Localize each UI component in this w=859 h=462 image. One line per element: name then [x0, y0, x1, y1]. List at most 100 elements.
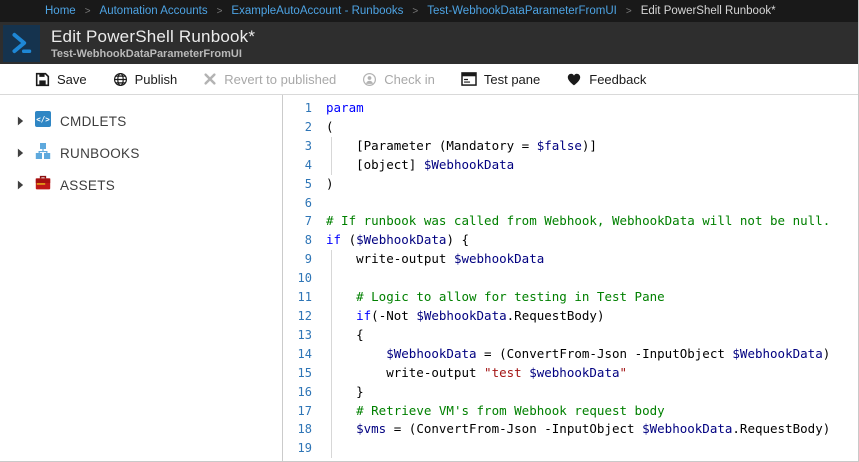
- publish-button[interactable]: Publish: [100, 64, 191, 94]
- code-token: write-output: [326, 364, 485, 380]
- test-pane-icon: [461, 72, 477, 86]
- line-number: 17: [297, 403, 312, 418]
- chevron-right-icon[interactable]: [17, 180, 26, 190]
- feedback-button[interactable]: Feedback: [553, 64, 659, 94]
- code-token: {: [326, 326, 364, 342]
- code-line: 12 if(-Not $WebhookData.RequestBody): [283, 306, 858, 326]
- code-line-content[interactable]: }: [319, 383, 364, 402]
- line-number: 11: [297, 290, 312, 305]
- breadcrumb-separator: >: [412, 5, 419, 17]
- code-line-content[interactable]: $vms = (ConvertFrom-Json -InputObject $W…: [319, 420, 830, 439]
- line-number: 19: [297, 441, 312, 456]
- line-number: 13: [297, 327, 312, 342]
- line-number: 5: [304, 176, 312, 191]
- breadcrumb-link[interactable]: ExampleAutoAccount - Runbooks: [231, 5, 404, 17]
- code-line-content[interactable]: (: [319, 118, 334, 137]
- code-line-content[interactable]: if(-Not $WebhookData.RequestBody): [319, 307, 604, 326]
- code-line-content[interactable]: [319, 439, 326, 458]
- code-line: 9 write-output $webhookData: [283, 250, 858, 270]
- code-line: 2(: [283, 118, 858, 137]
- code-line-content[interactable]: # If runbook was called from Webhook, We…: [319, 212, 830, 231]
- code-token: $WebhookData: [386, 345, 477, 361]
- revert-to-published-button: Revert to published: [190, 64, 349, 94]
- page-title: Edit PowerShell Runbook*: [51, 26, 256, 46]
- line-number: 16: [297, 384, 312, 399]
- assets-icon: [35, 175, 51, 195]
- code-line: 4 [object] $WebhookData: [283, 155, 858, 175]
- breadcrumb-link[interactable]: Test-WebhookDataParameterFromUI: [427, 5, 617, 17]
- code-line-content[interactable]: ): [319, 175, 334, 194]
- breadcrumb-current: Edit PowerShell Runbook*: [640, 5, 776, 17]
- code-line-content[interactable]: [319, 269, 326, 288]
- publish-icon: [113, 72, 128, 87]
- check-in-label: Check in: [384, 71, 435, 87]
- code-token: $WebhookData: [423, 156, 515, 172]
- sidebar-item-label: CMDLETS: [60, 113, 127, 129]
- test-pane-button[interactable]: Test pane: [448, 64, 553, 94]
- breadcrumb-link[interactable]: Automation Accounts: [99, 5, 208, 17]
- code-line-content[interactable]: write-output "test $webhookData": [319, 364, 627, 383]
- code-token: [326, 308, 356, 323]
- code-token: # Retrieve VM's from Webhook request bod…: [356, 402, 665, 418]
- code-token: .RequestBody): [506, 307, 605, 323]
- code-token: param: [326, 100, 364, 115]
- sidebar-item-assets[interactable]: ASSETS: [0, 169, 282, 201]
- chevron-right-icon[interactable]: [17, 116, 26, 126]
- cmdlets-icon: </>: [35, 110, 51, 132]
- code-line: 17 # Retrieve VM's from Webhook request …: [283, 401, 858, 421]
- save-button[interactable]: Save: [22, 64, 100, 94]
- line-number: 4: [304, 157, 312, 172]
- code-line-content[interactable]: param: [319, 99, 364, 118]
- code-token: [326, 421, 356, 436]
- code-token: )]: [581, 137, 597, 153]
- code-line-content[interactable]: # Retrieve VM's from Webhook request bod…: [319, 402, 665, 421]
- code-token: [object]: [326, 156, 424, 172]
- code-token: $WebhookData: [732, 345, 823, 361]
- code-token: if: [356, 307, 372, 323]
- powershell-icon: [3, 24, 40, 62]
- page-subtitle: Test-WebhookDataParameterFromUI: [51, 47, 242, 60]
- runbooks-icon: [35, 142, 51, 164]
- test-pane-label: Test pane: [483, 71, 541, 87]
- code-line-content[interactable]: write-output $webhookData: [319, 250, 544, 269]
- code-token: [326, 346, 386, 361]
- line-number: 9: [304, 252, 312, 267]
- line-number: 7: [304, 214, 312, 229]
- svg-text:</>: </>: [36, 115, 50, 124]
- code-token: $WebhookData: [642, 421, 733, 437]
- code-line: 5): [283, 175, 858, 194]
- code-line: 11 # Logic to allow for testing in Test …: [283, 288, 858, 307]
- code-line: 10: [283, 269, 858, 288]
- code-line-content[interactable]: if ($WebhookData) {: [319, 231, 469, 250]
- code-line: 16 }: [283, 382, 858, 402]
- code-line: 3 [Parameter (Mandatory = $false)]: [283, 136, 858, 156]
- check-in-button: Check in: [349, 64, 448, 94]
- publish-label: Publish: [134, 71, 178, 87]
- code-line-content[interactable]: {: [319, 326, 364, 345]
- breadcrumb-link[interactable]: Home: [45, 5, 76, 17]
- code-token: ) {: [446, 232, 470, 248]
- code-token: .RequestBody): [732, 421, 831, 437]
- code-token: if: [326, 232, 342, 248]
- code-line-content[interactable]: # Logic to allow for testing in Test Pan…: [319, 288, 665, 307]
- sidebar-item-cmdlets[interactable]: </> CMDLETS: [0, 105, 282, 137]
- code-token: $webhookData: [453, 251, 545, 267]
- line-number: 12: [297, 308, 312, 323]
- save-icon: [35, 72, 50, 87]
- code-token: $vms: [356, 421, 387, 437]
- chevron-right-icon[interactable]: [17, 148, 26, 158]
- code-line-content[interactable]: [319, 194, 326, 213]
- revert-icon: [203, 72, 217, 86]
- code-token: $false: [536, 137, 582, 153]
- code-token: # If runbook was called from Webhook, We…: [326, 213, 831, 229]
- sidebar-item-runbooks[interactable]: RUNBOOKS: [0, 137, 282, 169]
- code-line-content[interactable]: [object] $WebhookData: [319, 156, 514, 175]
- code-line-content[interactable]: [Parameter (Mandatory = $false)]: [319, 137, 597, 156]
- breadcrumb-separator: >: [625, 5, 632, 17]
- code-token: # Logic to allow for testing in Test Pan…: [356, 289, 665, 305]
- code-line-content[interactable]: $WebhookData = (ConvertFrom-Json -InputO…: [319, 345, 830, 364]
- code-token: ): [326, 175, 334, 191]
